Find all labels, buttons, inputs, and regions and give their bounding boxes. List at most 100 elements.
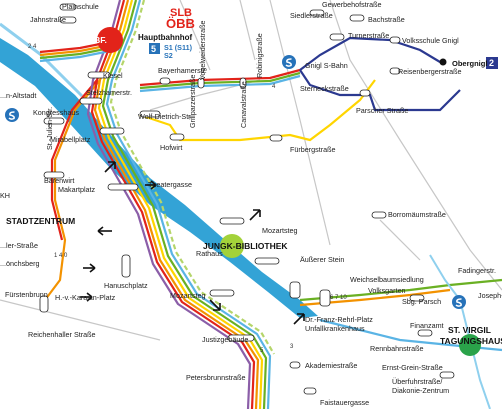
stop-aeusserer-stein[interactable] — [254, 257, 280, 265]
line-lightgreen — [109, 0, 275, 355]
num-box-label: 5 — [151, 44, 156, 54]
stop-wolfdietrich[interactable] — [139, 110, 161, 118]
slb-logo: SLB — [170, 7, 192, 19]
s-bahn-icon[interactable] — [5, 108, 19, 122]
stop-grillparzer[interactable] — [197, 77, 205, 89]
stop-kongresshaus[interactable] — [43, 117, 65, 125]
poi-jungk-marker[interactable] — [220, 234, 244, 258]
s-lines-label: S1 (S11) — [164, 43, 193, 52]
stop-sterneck[interactable] — [359, 89, 371, 97]
label-rathaus: Rathaus — [196, 249, 223, 258]
stop-hofwirt[interactable] — [169, 133, 185, 141]
num-box — [149, 43, 160, 54]
label-moenchsberg: ...önchsberg — [0, 259, 40, 268]
poi-stvirgil-label-1: ST. VIRGIL — [448, 325, 491, 335]
line-yellow-hofwirt — [139, 79, 376, 142]
linenum-67: 6 7 10 — [330, 295, 347, 301]
label-weichselbaum: Weichselbaumsiedlung — [350, 275, 424, 284]
stop-karajan[interactable] — [39, 295, 49, 313]
label-jullien: St.-Julien-Str. — [45, 107, 54, 150]
label-baerenwirt: Bärenwirt — [44, 176, 74, 185]
label-theatergasse: Theatergasse — [148, 180, 192, 189]
stop-volksgarten[interactable] — [319, 289, 331, 307]
label-ueberfuhr-1: Überfuhrstraße/ — [392, 377, 442, 386]
label-franz-rehrl: Dr.-Franz-Rehrl-Platz — [305, 315, 373, 324]
line-green — [101, 0, 268, 409]
label-gnigl-sbahn: Gnigl S-Bahn — [305, 61, 348, 70]
line-number-marks: 2 4 6 7 10 1 4 0 4 5 3 — [28, 44, 347, 354]
stop-bach[interactable] — [349, 14, 365, 22]
label-volksschule: Volksschule Gnigl — [402, 36, 459, 45]
label-bayerhamer: Bayerhamerstr. — [158, 66, 207, 75]
label-reichenhaller: Reichenhaller Straße — [28, 330, 96, 339]
stop-stelzhamer[interactable] — [79, 97, 103, 105]
stop-fuerberg[interactable] — [269, 134, 283, 142]
stop-mirabellplatz[interactable] — [99, 127, 125, 135]
stop-hanuschplatz[interactable] — [121, 254, 131, 278]
label-petersbrunn: Petersbrunnstraße — [186, 373, 246, 382]
label-turner: Turnerstraße — [348, 31, 389, 40]
s-bahn-icon[interactable] — [452, 295, 466, 309]
stop-turner[interactable] — [329, 33, 345, 41]
stop-franz-rehrl[interactable] — [289, 281, 301, 299]
stop-kiesel[interactable] — [87, 71, 111, 79]
label-kiesel: Kiesel — [103, 71, 123, 80]
label-obergnigl: Obergnigl — [452, 59, 487, 68]
s2-label: S2 — [164, 51, 173, 60]
label-altstadt: ...n-Altstadt — [0, 91, 36, 100]
hbf-station-name: Hauptbahnhof — [138, 33, 193, 42]
label-parscher: Parscher Straße — [356, 106, 408, 115]
stop-mozartsteg-l[interactable] — [209, 289, 235, 297]
linenum-3: 3 — [290, 344, 294, 350]
stop-justizgebaeude[interactable] — [227, 334, 255, 342]
poi-stvirgil-marker[interactable] — [459, 334, 481, 356]
stop-siedler[interactable] — [309, 9, 325, 17]
line-blue-obergnigl — [299, 36, 461, 112]
route-box-icon[interactable] — [486, 57, 498, 69]
stop-makartplatz[interactable] — [107, 183, 139, 191]
stop-finanzamt[interactable] — [409, 294, 425, 302]
stop-canaval[interactable] — [239, 77, 247, 89]
stops — [39, 3, 455, 395]
label-hanuschplatz: Hanuschplatz — [104, 281, 148, 290]
label-wolfdietrich: Wolf-Dietrich-Str. — [138, 112, 192, 121]
label-akademie: Akademiestraße — [305, 361, 357, 370]
stop-mozartsteg-r[interactable] — [219, 217, 245, 225]
label-kh-left: KH — [0, 191, 10, 200]
linenum-4: 4 — [272, 84, 276, 90]
stop-baerenwirt[interactable] — [43, 171, 65, 179]
s-bahn-icon[interactable] — [282, 55, 296, 69]
label-fuerstenbrunn: Fürstenbrunn — [5, 290, 48, 299]
line-sbahn-parsch — [429, 254, 491, 409]
stop-ernst-grein[interactable] — [439, 371, 455, 379]
label-faistauer: Faistauergasse — [320, 398, 369, 407]
label-kongresshaus: Kongresshaus — [33, 108, 79, 117]
label-mozartsteg-l: Mozartsteg — [170, 291, 206, 300]
stop-volksschule[interactable] — [389, 36, 401, 44]
line-violet — [86, 0, 252, 409]
label-joseph: Joseph- — [478, 291, 502, 300]
stop-akademiestrasse[interactable] — [289, 361, 301, 369]
obb-logo: ÖBB — [166, 16, 195, 31]
hbf-logo: SLB ÖBB Hauptbahnhof 5 S1 (S11) S2 — [138, 7, 195, 60]
label-canaval: Canavalstraße — [239, 81, 248, 128]
stop-borromaeum[interactable] — [371, 211, 387, 219]
label-robinig: Robinigstraße — [255, 33, 264, 78]
label-makartplatz: Makartplatz — [58, 185, 96, 194]
stop-reisenberger[interactable] — [389, 67, 401, 75]
stop-faistauer[interactable] — [303, 387, 317, 395]
label-finanzamt: Finanzamt — [410, 321, 444, 330]
label-unfallkh: Unfallkrankenhaus — [305, 324, 365, 333]
stop-jahnstrasse[interactable] — [59, 16, 77, 24]
stop-rennbahn[interactable] — [417, 329, 433, 337]
label-siedler: Siedlerstraße — [290, 11, 333, 20]
arrow-icon — [80, 161, 305, 325]
label-bach: Bachstraße — [368, 15, 405, 24]
stop-obergnigl[interactable] — [439, 58, 447, 66]
stop-plainschule[interactable] — [59, 3, 77, 11]
label-mirabellplatz: Mirabellplatz — [50, 135, 91, 144]
river-label: Salzach — [78, 218, 107, 227]
poi-hbf-marker[interactable] — [97, 27, 123, 53]
stop-bayerhamer[interactable] — [159, 77, 171, 85]
